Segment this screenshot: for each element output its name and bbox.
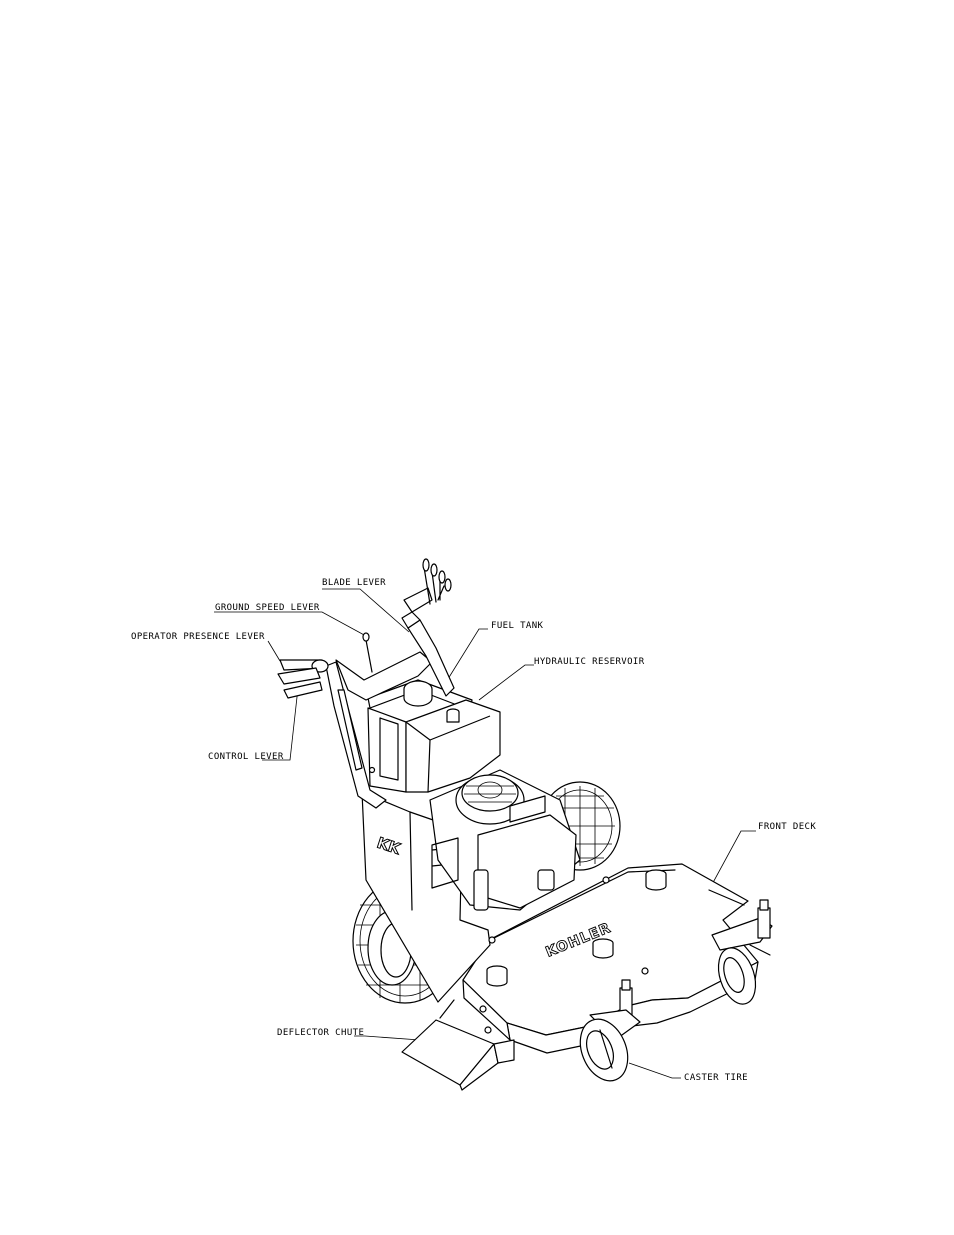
label-ground-speed-lever: GROUND SPEED LEVER <box>215 603 320 613</box>
caster-assembly-front-right <box>711 899 773 1005</box>
label-deflector-chute: DEFLECTOR CHUTE <box>277 1028 365 1038</box>
engine <box>429 769 581 911</box>
deflector-chute <box>401 999 515 1091</box>
label-caster-tire: CASTER TIRE <box>684 1073 749 1083</box>
label-front-deck: FRONT DECK <box>758 822 817 832</box>
label-hydraulic-reservoir: HYDRAULIC RESERVOIR <box>534 657 645 667</box>
label-blade-lever: BLADE LEVER <box>322 578 387 588</box>
label-control-lever: CONTROL LEVER <box>208 752 284 762</box>
caster-assembly-front-left <box>579 979 641 1082</box>
label-operator-presence-lever: OPERATOR PRESENCE LEVER <box>131 632 265 642</box>
hydraulic-reservoir <box>405 699 501 793</box>
frame-hardware <box>368 766 496 944</box>
fuel-tank <box>367 679 473 793</box>
label-fuel-tank: FUEL TANK <box>491 621 544 631</box>
leader-lines <box>214 588 756 1079</box>
handlebar-assembly <box>277 558 455 809</box>
